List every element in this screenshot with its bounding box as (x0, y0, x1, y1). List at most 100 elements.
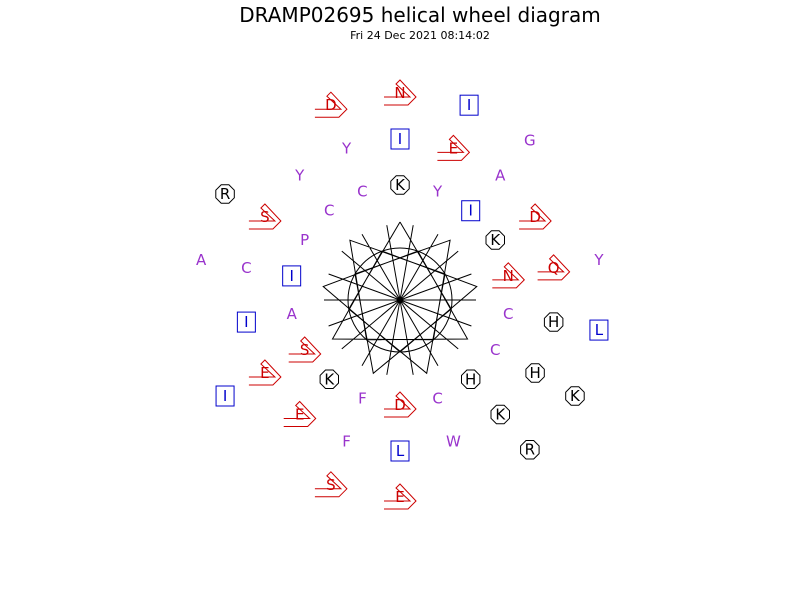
residue-letter: I (468, 202, 472, 220)
residue: E (437, 134, 471, 161)
residue-letter: G (524, 131, 536, 149)
residue: E (248, 359, 282, 386)
acidic-residue-pentagon (283, 400, 317, 427)
helix-backbone (322, 221, 478, 375)
residue: I (215, 385, 235, 407)
residue: I (459, 94, 479, 116)
residue-letter: H (548, 313, 559, 331)
residue: Y (593, 251, 604, 269)
residue-letter: K (324, 370, 335, 388)
residue: I (461, 200, 481, 222)
residue: Y (341, 139, 352, 157)
residue-letter: N (503, 267, 514, 285)
residue-letter: C (357, 183, 367, 201)
basic-residue-octagon (390, 175, 410, 195)
residue: K (390, 175, 410, 195)
hydrophobic-residue-box (282, 265, 302, 287)
residue: H (525, 363, 545, 383)
residue-letter: K (490, 231, 501, 249)
residue-letter: Y (294, 167, 305, 185)
residue: C (503, 305, 513, 323)
residue: K (485, 230, 505, 250)
basic-residue-octagon (490, 404, 510, 425)
residue-letter: E (449, 139, 458, 157)
residue-letter: I (223, 387, 227, 405)
residue-letter: C (490, 341, 500, 359)
residue: D (519, 203, 552, 230)
residue: N (384, 79, 417, 106)
basic-residue-octagon (461, 369, 481, 389)
acidic-residue-pentagon (437, 134, 471, 161)
acidic-residue-pentagon (248, 203, 282, 230)
residue: C (490, 341, 500, 359)
residue-letter: K (495, 406, 506, 424)
residue: D (314, 91, 348, 118)
residue-letter: Y (432, 183, 443, 201)
residue-letter: S (260, 208, 270, 226)
acidic-residue-pentagon (288, 336, 322, 363)
residue-letter: C (324, 202, 334, 220)
residue-letter: C (432, 389, 442, 407)
acidic-residue-pentagon (537, 254, 571, 281)
residue-letter: N (394, 84, 405, 102)
residue-letter: K (395, 176, 406, 194)
residue: I (236, 311, 256, 333)
residue-letter: Q (548, 259, 560, 277)
residue-letter: P (300, 231, 309, 249)
acidic-residue-pentagon (314, 91, 348, 118)
residue: C (241, 259, 251, 277)
residue: S (248, 203, 282, 230)
residue: K (319, 369, 339, 389)
residue: F (342, 433, 351, 451)
residue: A (196, 251, 207, 269)
residue: I (390, 128, 410, 150)
residue-letter: A (495, 167, 506, 185)
residue: G (524, 131, 536, 149)
residue-letter: F (342, 433, 351, 451)
residue: P (300, 231, 309, 249)
basic-residue-octagon (215, 184, 235, 204)
residue: S (288, 336, 322, 363)
residue: A (495, 167, 506, 185)
residue-letter: I (244, 313, 248, 331)
residue: A (287, 305, 298, 323)
residue-letter: I (398, 130, 402, 148)
residue-letter: I (467, 96, 471, 114)
residue-letter: Y (593, 251, 604, 269)
residue: C (357, 183, 367, 201)
residue: D (384, 391, 417, 418)
acidic-residue-pentagon (248, 359, 282, 386)
residue: H (461, 369, 481, 389)
residue: H (543, 312, 564, 332)
residue-letter: K (570, 387, 581, 405)
residue: R (215, 184, 235, 204)
residue-letter: A (287, 305, 298, 323)
acidic-residue-pentagon (384, 483, 417, 510)
basic-residue-octagon (520, 440, 540, 460)
residue-letter: Y (341, 139, 352, 157)
residue-letter: C (503, 305, 513, 323)
residue: N (492, 262, 525, 289)
residue: Y (432, 183, 443, 201)
basic-residue-octagon (319, 369, 339, 389)
residue: S (314, 471, 348, 498)
residue-letter: E (260, 364, 269, 382)
residue: E (283, 400, 317, 427)
hydrophobic-residue-box (215, 385, 235, 407)
residue-labels: KCFPIHSCNDIYCKCKCAIHFSAKEYQLCEHEYDWINLSR… (196, 79, 609, 510)
residue: I (282, 265, 302, 287)
residue-letter: E (395, 488, 404, 506)
residue: F (358, 389, 367, 407)
residue-letter: H (529, 364, 540, 382)
basic-residue-octagon (525, 363, 545, 383)
hydrophobic-residue-box (461, 200, 481, 222)
residue: R (520, 440, 540, 460)
residue-letter: A (196, 251, 207, 269)
acidic-residue-pentagon (384, 391, 417, 418)
residue-letter: S (326, 476, 336, 494)
residue: K (490, 404, 510, 425)
residue-letter: D (529, 208, 541, 226)
acidic-residue-pentagon (492, 262, 525, 289)
residue: Q (537, 254, 571, 281)
residue: E (384, 483, 417, 510)
